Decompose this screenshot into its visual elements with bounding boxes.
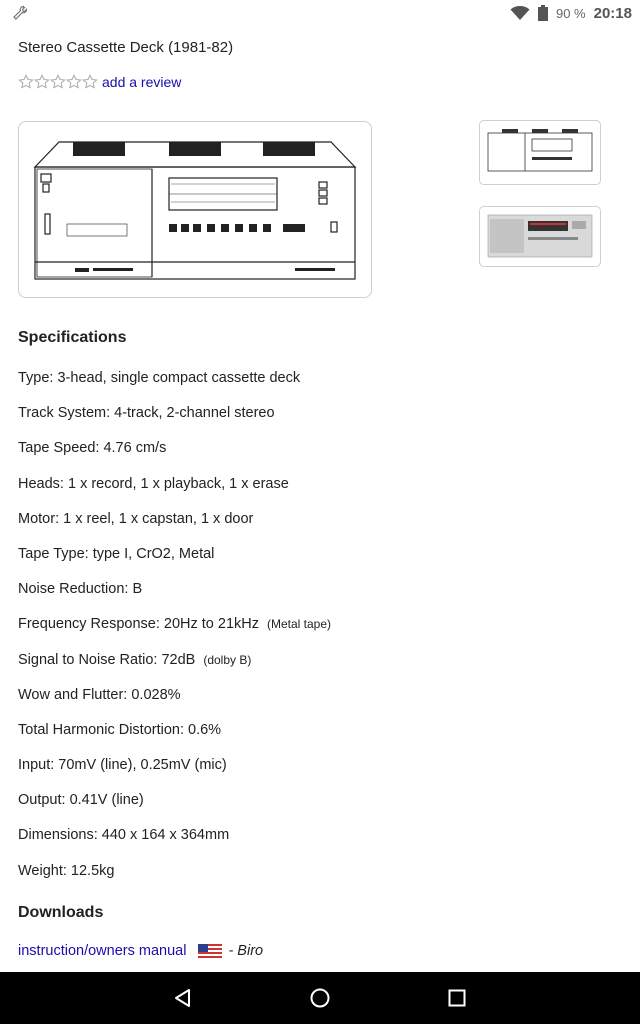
downloads-heading: Downloads <box>18 904 104 921</box>
clock: 20:18 <box>593 4 632 22</box>
spec-note: (Metal tape) <box>267 617 332 632</box>
spec-item: Type: 3-head, single compact cassette de… <box>18 370 301 386</box>
wifi-icon <box>510 6 530 20</box>
thumbnail-drawing <box>487 129 593 172</box>
spec-item: Input: 70mV (line), 0.25mV (mic) <box>18 757 227 774</box>
spec-item: Frequency Response: 20Hz to 21kHz(Metal … <box>18 616 332 633</box>
back-icon[interactable] <box>171 986 195 1010</box>
wrench-icon <box>13 5 28 20</box>
thumbnail-line-drawing[interactable] <box>479 120 601 185</box>
spec-item: Output: 0.41V (line) <box>18 792 144 809</box>
spec-item: Track System: 4-track, 2-channel stereo <box>18 405 275 422</box>
spec-item: Tape Type: type I, CrO2, Metal <box>18 545 215 562</box>
recent-apps-icon[interactable] <box>445 986 469 1010</box>
us-flag-icon <box>198 944 223 958</box>
spec-item: Tape Speed: 4.76 cm/s <box>18 440 167 457</box>
spec-item: Weight: 12.5kg <box>18 862 115 879</box>
navigation-bar <box>0 972 640 1024</box>
owners-manual-link[interactable]: instruction/owners manual <box>18 943 187 959</box>
star-icon[interactable] <box>34 74 50 90</box>
spec-item: Motor: 1 x reel, 1 x capstan, 1 x door <box>18 510 254 527</box>
star-icon[interactable] <box>18 74 34 90</box>
spec-item: Dimensions: 440 x 164 x 364mm <box>18 827 230 844</box>
spec-note: (dolby B) <box>203 652 252 667</box>
star-rating[interactable] <box>18 74 98 90</box>
thumbnail-photo-drawing <box>487 214 593 258</box>
rating-row: add a review <box>18 74 181 90</box>
star-icon[interactable] <box>82 74 98 90</box>
specifications-heading: Specifications <box>18 329 127 346</box>
spec-item: Wow and Flutter: 0.028% <box>18 686 181 703</box>
spec-item: Total Harmonic Distortion: 0.6% <box>18 721 222 738</box>
add-review-link[interactable]: add a review <box>102 74 182 90</box>
spec-item: Signal to Noise Ratio: 72dB(dolby B) <box>18 651 252 668</box>
download-item: instruction/owners manual - Biro <box>18 943 263 959</box>
status-bar: 90 % 20:18 <box>0 0 640 26</box>
spec-list: Type: 3-head, single compact cassette de… <box>18 368 331 896</box>
thumbnail-photo[interactable] <box>479 206 601 267</box>
main-product-image[interactable] <box>18 121 372 298</box>
spec-item: Noise Reduction: B <box>18 581 143 598</box>
download-author: - Biro <box>228 943 264 959</box>
star-icon[interactable] <box>50 74 66 90</box>
battery-icon <box>537 5 548 21</box>
battery-percent: 90 % <box>555 5 586 21</box>
star-icon[interactable] <box>66 74 82 90</box>
home-icon[interactable] <box>308 986 332 1010</box>
page-title: Stereo Cassette Deck (1981-82) <box>18 39 234 56</box>
spec-item: Heads: 1 x record, 1 x playback, 1 x era… <box>18 475 289 492</box>
cassette-deck-drawing <box>33 141 357 280</box>
